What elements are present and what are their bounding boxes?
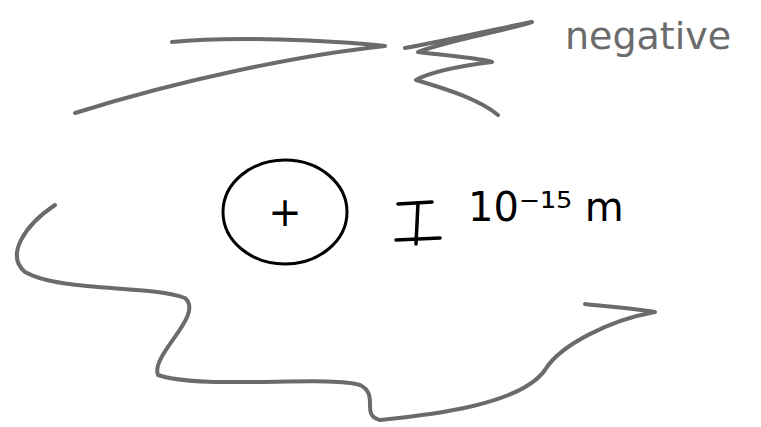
dimension-tick-top xyxy=(398,202,432,204)
charge-label: negative xyxy=(565,14,731,58)
dimension-tick-bottom xyxy=(396,238,440,240)
dimension-marker xyxy=(396,202,440,244)
node-text: + xyxy=(268,189,302,235)
circle-outline xyxy=(223,160,347,264)
negative-cloud-bottom xyxy=(17,205,655,420)
negative-cloud-top xyxy=(75,22,532,115)
nucleus-circle: + xyxy=(220,157,350,267)
dimension-label: 10⁻¹⁵ m xyxy=(468,184,624,230)
